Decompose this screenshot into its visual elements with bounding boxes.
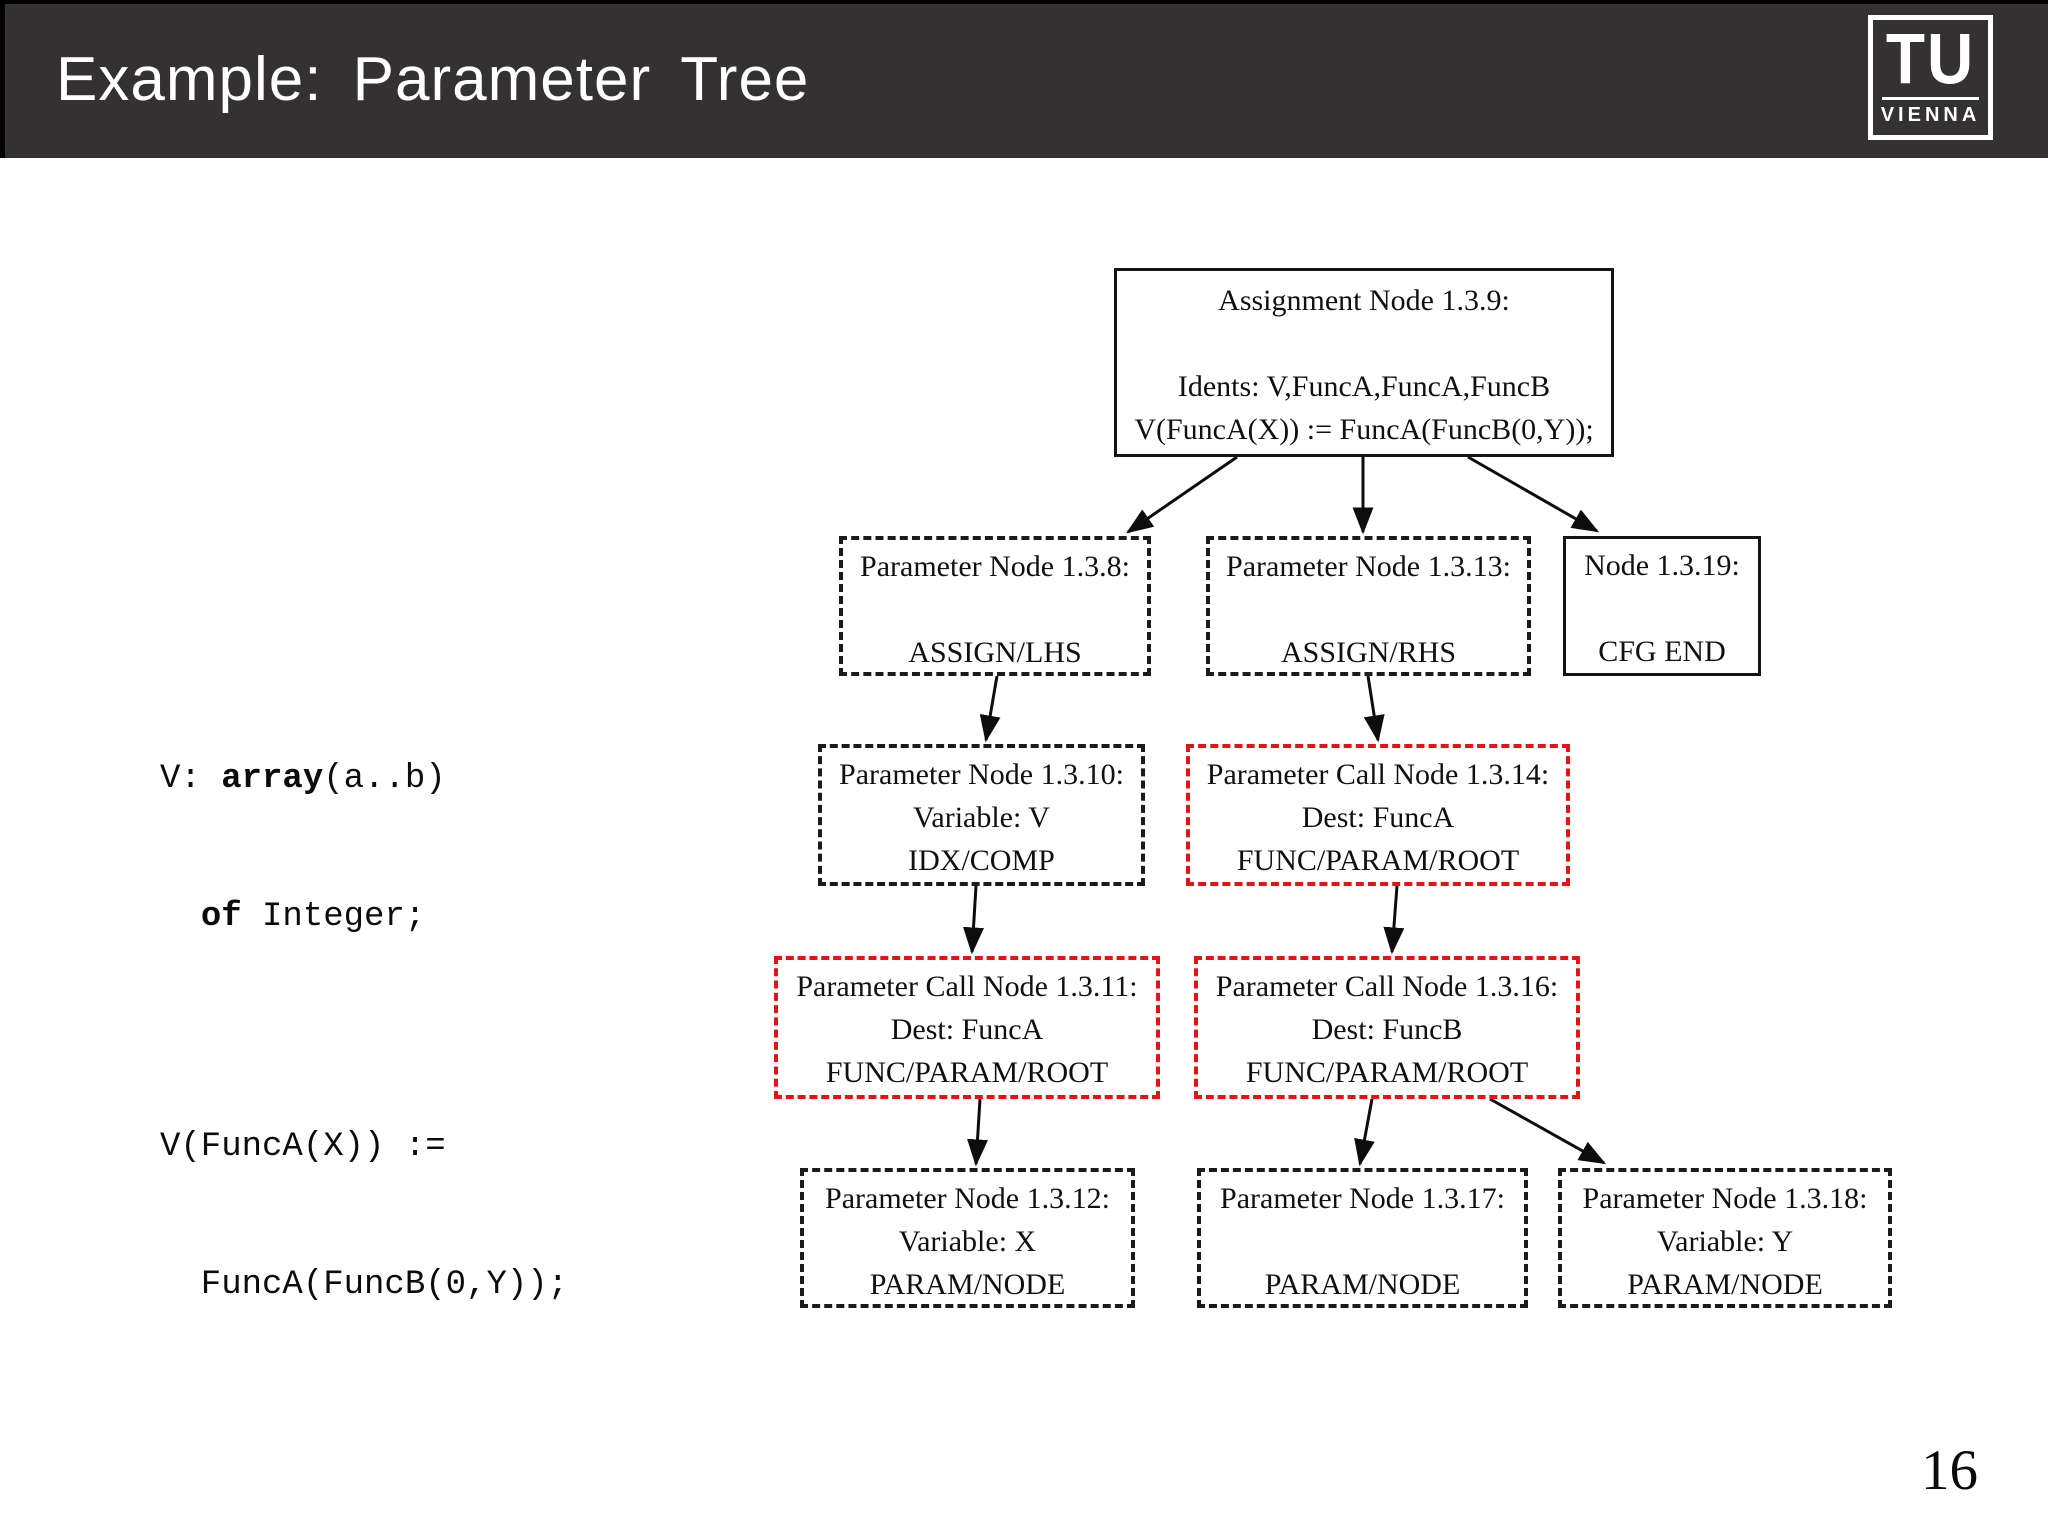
node-label: ASSIGN/LHS (908, 636, 1082, 669)
node-spacer (845, 588, 1145, 631)
node-title: Assignment Node 1.3.9: (1218, 284, 1510, 317)
edge-1-3-13-to-1-3-14 (1363, 675, 1385, 743)
node-parameter-1-3-18: Parameter Node 1.3.18: Variable: Y PARAM… (1558, 1168, 1892, 1308)
node-parameter-1-3-12: Parameter Node 1.3.12: Variable: X PARAM… (800, 1168, 1135, 1308)
node-parameter-1-3-8: Parameter Node 1.3.8: ASSIGN/LHS (839, 536, 1151, 676)
node-label: PARAM/NODE (1627, 1268, 1823, 1301)
node-label: FUNC/PARAM/ROOT (1245, 1056, 1529, 1089)
node-label: IDX/COMP (908, 844, 1055, 877)
node-label: CFG END (1598, 635, 1726, 668)
node-title: Parameter Node 1.3.10: (839, 758, 1124, 791)
node-statement: V(FuncA(X)) := FuncA(FuncB(0,Y)); (1134, 413, 1594, 446)
code-text: V: (160, 760, 222, 798)
code-line: FuncA(FuncB(0,Y)); (160, 1262, 568, 1308)
slide-header: Example: Parameter Tree (0, 0, 2048, 158)
code-text: FuncA(FuncB(0,Y)); (160, 1266, 569, 1304)
tu-logo-rule (1882, 97, 1979, 100)
code-text: (a..b) (323, 760, 446, 798)
node-dest: Dest: FuncA (890, 1013, 1044, 1046)
edge-1-3-9-to-1-3-19 (1467, 455, 1600, 533)
edge-1-3-8-to-1-3-10 (979, 675, 1001, 743)
node-title: Parameter Call Node 1.3.14: (1206, 758, 1550, 791)
node-parameter-call-1-3-11: Parameter Call Node 1.3.11: Dest: FuncA … (774, 956, 1160, 1099)
edge-1-3-16-to-1-3-17 (1354, 1098, 1375, 1167)
tu-logo-text: TU (1885, 18, 1976, 100)
code-line: V(FuncA(X)) := (160, 1124, 568, 1170)
tu-logo-vienna-text: VIENNA (1880, 104, 1981, 126)
node-dest: Dest: FuncA (1301, 801, 1455, 834)
code-text (160, 898, 201, 936)
node-title: Parameter Node 1.3.13: (1226, 550, 1511, 583)
node-parameter-call-1-3-16: Parameter Call Node 1.3.16: Dest: FuncB … (1194, 956, 1580, 1099)
tu-vienna-logo: TU VIENNA (1868, 15, 1993, 140)
node-parameter-1-3-10: Parameter Node 1.3.10: Variable: V IDX/C… (818, 744, 1145, 886)
node-title: Parameter Node 1.3.18: (1582, 1182, 1868, 1215)
node-parameter-1-3-13: Parameter Node 1.3.13: ASSIGN/RHS (1206, 536, 1531, 676)
edge-1-3-11-to-1-3-12 (967, 1098, 988, 1167)
node-label: PARAM/NODE (1264, 1268, 1461, 1301)
node-label: FUNC/PARAM/ROOT (1236, 844, 1520, 877)
node-assignment-1-3-9: Assignment Node 1.3.9: Idents: V,FuncA,F… (1114, 268, 1614, 457)
code-line: V: array(a..b) (160, 756, 568, 802)
node-parameter-call-1-3-14: Parameter Call Node 1.3.14: Dest: FuncA … (1186, 744, 1570, 886)
node-variable: Variable: Y (1656, 1225, 1794, 1258)
node-spacer (1212, 588, 1525, 631)
node-title: Node 1.3.19: (1584, 549, 1740, 582)
node-title: Parameter Node 1.3.12: (825, 1182, 1110, 1215)
node-cfg-end-1-3-19: Node 1.3.19: CFG END (1563, 536, 1761, 676)
edge-1-3-16-to-1-3-18 (1489, 1097, 1607, 1165)
code-line: of Integer; (160, 894, 568, 940)
node-title: Parameter Node 1.3.8: (860, 550, 1130, 583)
node-variable: Variable: V (913, 801, 1050, 834)
page-number: 16 (1921, 1439, 1978, 1502)
page-title: Example: Parameter Tree (56, 44, 810, 114)
code-text: V(FuncA(X)) := (160, 1128, 446, 1166)
node-spacer (1568, 587, 1756, 630)
code-keyword: of (200, 898, 242, 936)
code-text: Integer; (241, 898, 426, 936)
edge-1-3-10-to-1-3-11 (963, 885, 984, 955)
code-keyword: array (221, 760, 324, 798)
node-spacer (1203, 1220, 1522, 1263)
node-label: FUNC/PARAM/ROOT (825, 1056, 1109, 1089)
node-label: ASSIGN/RHS (1280, 636, 1457, 669)
node-title: Parameter Call Node 1.3.11: (796, 970, 1138, 1003)
node-parameter-1-3-17: Parameter Node 1.3.17: PARAM/NODE (1197, 1168, 1528, 1308)
node-label: PARAM/NODE (869, 1268, 1066, 1301)
node-title: Parameter Node 1.3.17: (1220, 1182, 1505, 1215)
node-idents: Idents: V,FuncA,FuncA,FuncB (1177, 370, 1551, 403)
code-snippet: V: array(a..b) of Integer; V(FuncA(X)) :… (160, 664, 568, 1354)
node-dest: Dest: FuncB (1311, 1013, 1463, 1046)
edge-1-3-9-to-1-3-8 (1126, 455, 1238, 534)
node-title: Parameter Call Node 1.3.16: (1215, 970, 1559, 1003)
node-variable: Variable: X (898, 1225, 1037, 1258)
node-spacer (1119, 322, 1609, 365)
edge-1-3-14-to-1-3-16 (1383, 885, 1405, 955)
